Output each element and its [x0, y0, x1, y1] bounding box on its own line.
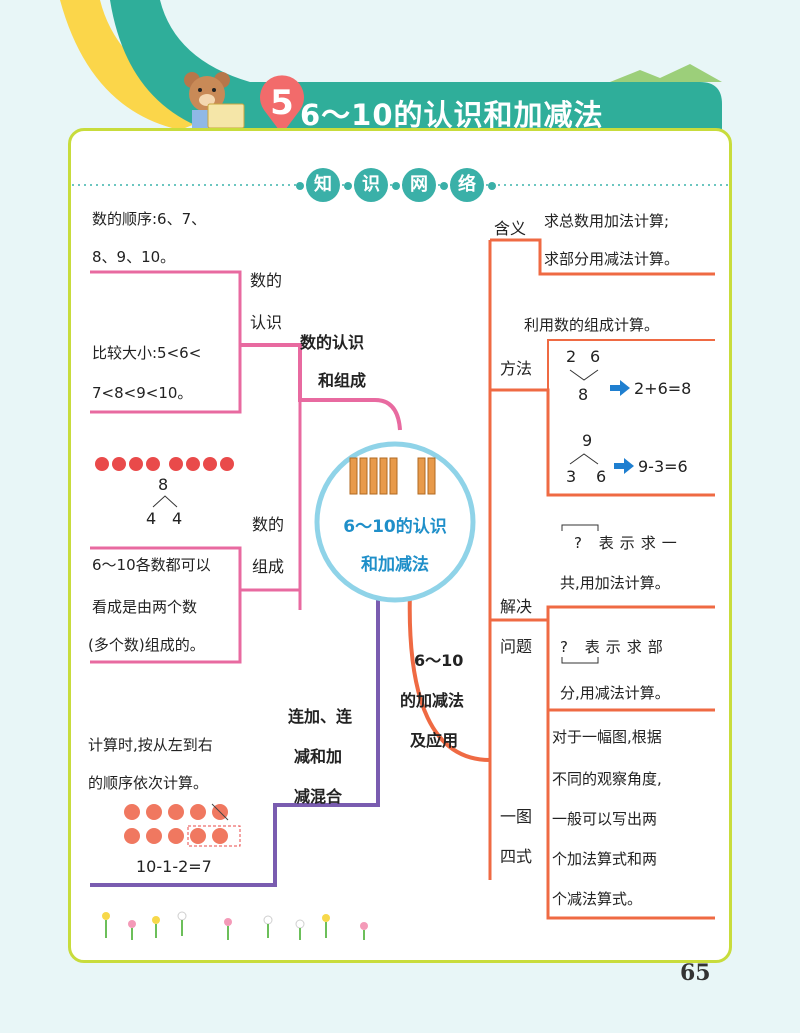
unit-number: 5	[270, 83, 294, 123]
flowers-decoration-icon	[102, 911, 368, 940]
composition-text: 看成是由两个数	[92, 598, 198, 616]
branch-label: 减混合	[294, 787, 343, 806]
split-branch-icon	[569, 453, 599, 465]
sub-label: 组成	[252, 557, 285, 576]
center-node	[314, 441, 476, 603]
arrow-right-icon	[610, 380, 630, 396]
equation-text: 10-1-2=7	[136, 857, 212, 876]
example-number: 6	[596, 467, 607, 486]
heading-dot	[440, 182, 448, 190]
solve-text: ? 表示求一	[574, 534, 683, 552]
calc-rule-text: 计算时,按从左到右	[88, 736, 213, 754]
one-four-text: 个减法算式。	[552, 890, 643, 908]
composition-left: 4	[146, 509, 157, 528]
composition-text: 6～10各数都可以	[92, 556, 211, 574]
solve-text: 分,用减法计算。	[560, 684, 670, 702]
bear-mascot-icon	[178, 70, 248, 136]
heading-dot	[392, 182, 400, 190]
composition-text: (多个数)组成的。	[88, 636, 205, 654]
composition-top: 8	[158, 475, 169, 494]
combine-branch-icon	[569, 369, 599, 381]
example-equation: 9-3=6	[638, 457, 688, 476]
example-number: 9	[582, 431, 593, 450]
compare-text: 7<8<9<10。	[92, 384, 193, 402]
example-number: 8	[578, 385, 589, 404]
branch-label: 数的认识	[300, 333, 365, 352]
example-number: 3	[566, 467, 577, 486]
branch-label: 及应用	[410, 731, 459, 750]
method-text: 利用数的组成计算。	[524, 316, 660, 334]
sub-label: 数的	[252, 515, 285, 534]
sub-label: 认识	[250, 313, 283, 332]
calc-rule-text: 的顺序依次计算。	[88, 774, 209, 792]
method-label: 方法	[500, 359, 533, 378]
one-four-text: 一般可以写出两	[552, 810, 658, 828]
branch-label: 连加、连	[288, 707, 353, 726]
branch-label: 减和加	[294, 747, 343, 766]
one-four-text: 不同的观察角度,	[552, 770, 662, 788]
order-text: 数的顺序:6、7、	[92, 210, 207, 228]
compare-text: 比较大小:5<6<	[92, 344, 202, 362]
solve-label: 问题	[500, 637, 533, 656]
solve-text: 共,用加法计算。	[560, 574, 670, 592]
solve-text: ? 表示求部	[560, 638, 669, 656]
heading-char: 知	[306, 168, 340, 202]
center-title-line1: 6～10的认识	[343, 517, 447, 537]
heading-char: 络	[450, 168, 484, 202]
page-number: 65	[680, 960, 711, 986]
apples-icon	[120, 800, 244, 848]
one-four-label: 一图	[500, 807, 533, 826]
order-text: 8、9、10。	[92, 248, 176, 266]
solve-label: 解决	[500, 597, 533, 616]
page-title: 6～10的认识和加减法	[300, 98, 604, 132]
one-four-text: 个加法算式和两	[552, 850, 658, 868]
heading-char: 识	[354, 168, 388, 202]
heading-dot	[296, 182, 304, 190]
center-title-line2: 和加减法	[361, 555, 429, 575]
strawberries-icon	[94, 452, 244, 474]
example-equation: 2+6=8	[634, 379, 692, 398]
meaning-text: 求总数用加法计算;	[544, 212, 670, 230]
composition-right: 4	[172, 509, 183, 528]
example-number: 6	[590, 347, 601, 366]
bracket-top-icon	[561, 524, 599, 531]
one-four-text: 对于一幅图,根据	[552, 728, 662, 746]
bracket-bottom-icon	[561, 657, 599, 664]
branch-label: 的加减法	[400, 691, 465, 710]
example-number: 2	[566, 347, 577, 366]
section-heading-divider	[72, 184, 728, 186]
heading-dot	[488, 182, 496, 190]
sub-label: 数的	[250, 271, 283, 290]
branch-label: 6～10	[414, 651, 464, 670]
heading-char: 网	[402, 168, 436, 202]
composition-branch-icon	[152, 495, 178, 508]
unit-badge	[256, 72, 308, 134]
one-four-label: 四式	[500, 847, 533, 866]
branch-label: 和组成	[318, 371, 367, 390]
meaning-text: 求部分用减法计算。	[544, 250, 680, 268]
meaning-label: 含义	[494, 219, 527, 238]
arrow-right-icon	[614, 458, 634, 474]
heading-dot	[344, 182, 352, 190]
